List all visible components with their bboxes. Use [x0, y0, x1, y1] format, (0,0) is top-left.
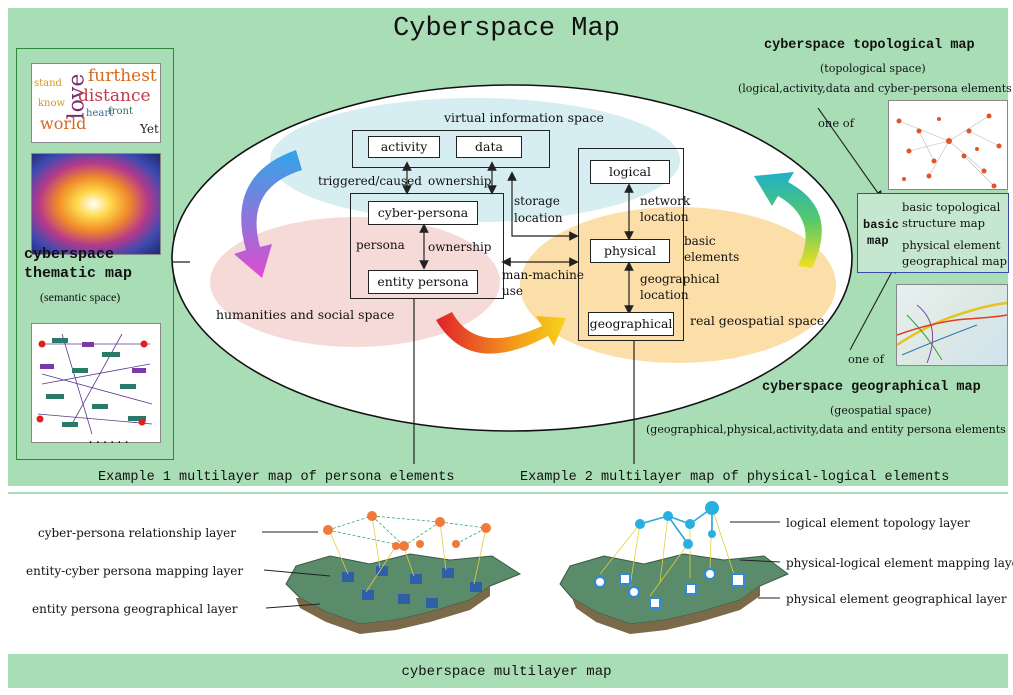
physical-element-line1: physical element [902, 238, 1001, 252]
basic-elements-label-line1: basic [684, 234, 716, 248]
virtual-space-label: virtual information space [444, 110, 604, 125]
physical-logical-mapping-layer-label: physical-logical element mapping layer [786, 556, 1013, 570]
wordcloud-word: heart [86, 108, 114, 119]
entity-persona-box: entity persona [368, 270, 478, 294]
thematic-map-subtitle: (semantic space) [40, 290, 121, 304]
storage-location-arrow [507, 171, 579, 241]
geographical-box: geographical [588, 312, 674, 336]
ownership-mid-label: ownership [428, 240, 492, 254]
geographical-one-of: one of [848, 352, 884, 366]
wordcloud-word: furthest [88, 66, 157, 86]
multilayer-map-title: cyberspace multilayer map [401, 664, 612, 680]
bottom-curved-arrow [436, 312, 566, 354]
entity-cyber-persona-mapping-layer-label: entity-cyber persona mapping layer [26, 564, 244, 578]
network-label-line1: network [640, 194, 691, 208]
logical-box: logical [590, 160, 670, 184]
cyber-persona-box: cyber-persona [368, 201, 478, 225]
persona-frame [350, 193, 504, 299]
thematic-map-title-line1: cyberspace [24, 246, 115, 263]
virtual-frame [352, 130, 550, 168]
wordcloud-word: front [108, 106, 133, 117]
man-machine-label-line2: use [502, 284, 523, 298]
geographical-map-title: cyberspace geographical map [762, 380, 981, 395]
storage-label-line2: location [514, 211, 563, 225]
physical-element-line2: geographical map [902, 254, 1008, 268]
page-title: Cyberspace Map [393, 14, 620, 44]
entity-persona-geographical-layer-label: entity persona geographical layer [32, 602, 238, 616]
data-box: data [456, 136, 522, 158]
topology-graph-drawing [896, 113, 1002, 189]
topological-elements: (logical,activity,data and cyber-persona… [738, 82, 1012, 95]
cyber-persona-relationship-layer-label: cyber-persona relationship layer [38, 526, 236, 540]
thematic-map-title-line2: thematic map [24, 265, 133, 282]
network-thumbnail [31, 323, 161, 443]
basic-map-box: basic map basic topological structure ma… [857, 193, 1009, 273]
wordcloud-word: know [38, 98, 66, 109]
activity-box: activity [368, 136, 440, 158]
topological-one-of-line [817, 107, 883, 200]
basic-topological-line1: basic topological [902, 200, 1001, 214]
network-graph-drawing [36, 333, 153, 435]
triggered-label: triggered/caused [318, 174, 422, 188]
wordcloud-word: world [40, 114, 87, 133]
geographical-one-of-line [849, 264, 897, 351]
topological-subtitle: (topological space) [820, 62, 926, 75]
geographic-routes-drawing [897, 301, 1007, 364]
geographical-elements: (geographical,physical,activity,data and… [646, 423, 1006, 436]
geo-location-label-line2: location [640, 288, 689, 302]
persona-label: persona [356, 238, 405, 252]
storage-label-line1: storage [514, 194, 560, 208]
wordcloud-word: Yet [140, 122, 159, 136]
physical-box: physical [590, 239, 670, 263]
man-machine-label-line1: man-machine [502, 268, 584, 282]
geographical-subtitle: (geospatial space) [830, 404, 932, 417]
right-curved-arrow [754, 172, 822, 268]
basic-map-label-line1: basic [863, 218, 900, 232]
network-label-line2: location [640, 210, 689, 224]
geographical-thumbnail [896, 284, 1008, 366]
physical-element-geographical-layer-label: physical element geographical layer [786, 592, 1007, 606]
basic-topological-line2: structure map [902, 216, 985, 230]
left-curved-arrow [234, 150, 302, 278]
example2-label: Example 2 multilayer map of physical-log… [520, 470, 950, 485]
wordcloud-word: distance [78, 86, 151, 106]
humanities-space-label: humanities and social space [216, 307, 395, 322]
wordcloud-word: stand [34, 78, 62, 89]
ellipsis-text: ...... [87, 433, 131, 447]
example1-label: Example 1 multilayer map of persona elem… [98, 470, 455, 485]
basic-elements-label-line2: elements [684, 250, 740, 264]
topological-thumbnail [888, 100, 1008, 190]
heatmap-thumbnail [31, 153, 161, 255]
geo-location-label-line1: geographical [640, 272, 720, 286]
multilayer-maps-drawing [262, 501, 789, 634]
logical-element-topology-layer-label: logical element topology layer [786, 516, 970, 530]
ownership-top-label: ownership [428, 174, 492, 188]
physical-logical-frame [578, 148, 684, 341]
topological-one-of: one of [818, 116, 854, 130]
word-cloud-thumbnail: love distance furthest world heart Yet f… [31, 63, 161, 143]
topological-map-title: cyberspace topological map [764, 38, 975, 53]
real-space-label: real geospatial space [690, 313, 825, 328]
basic-map-label-line2: map [867, 234, 889, 248]
